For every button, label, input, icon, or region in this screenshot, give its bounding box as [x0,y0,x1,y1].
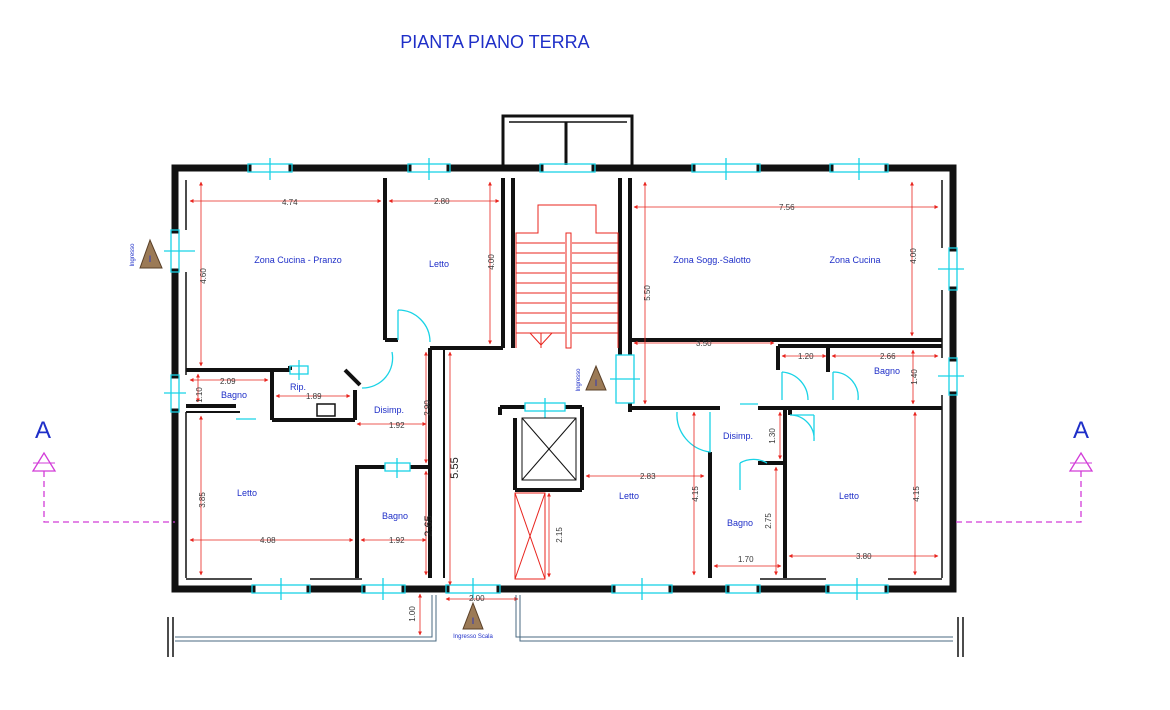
room-bagno-s: Bagno [382,511,408,521]
doors [361,309,859,490]
dim-2-75: 2.75 [764,513,773,529]
dim-1-89: 1.89 [306,392,322,401]
room-disimpegno-e: Disimp. [723,431,753,441]
entry-marker-south: I Ingresso Scala [453,601,494,640]
plan-title: PIANTA PIANO TERRA [400,32,589,52]
fixture [316,403,336,417]
entry-marker-west: I Ingresso [130,238,163,269]
ingresso-scala-label: Ingresso Scala [453,634,493,640]
room-bagno-se: Bagno [727,518,753,528]
room-letto-sw: Letto [237,488,257,498]
svg-text:I: I [149,254,152,264]
dim-4-08: 4.08 [260,536,276,545]
svg-text:I: I [472,616,475,626]
room-letto-sc: Letto [619,491,639,501]
room-zona-cucina-pranzo: Zona Cucina - Pranzo [254,255,342,265]
dim-1-00: 1.00 [408,606,417,622]
room-zona-cucina: Zona Cucina [829,255,880,265]
room-bagno-ne: Bagno [874,366,900,376]
dim-2-90: 2.90 [423,400,432,416]
dim-4-15-center: 4.15 [691,486,700,502]
room-zona-sogg-salotto: Zona Sogg.-Salotto [673,255,751,265]
exterior-walls [171,164,957,593]
dim-1-92-bottom: 1.92 [389,536,405,545]
svg-text:A: A [1073,417,1089,444]
room-bagno-w: Bagno [221,390,247,400]
room-letto-nw: Letto [429,259,449,269]
dim-4-15-right: 4.15 [912,486,921,502]
dim-2-09: 2.09 [220,377,236,386]
dim-3-50: 3.50 [696,339,712,348]
dim-1-40: 1.40 [910,369,919,385]
staircase [514,204,619,580]
ingresso-label-stair: Ingresso [576,368,582,392]
svg-text:I: I [595,378,598,388]
entry-marker-stair: I Ingresso [576,364,607,392]
room-disimpegno-w: Disimp. [374,405,404,415]
dim-5-50: 5.50 [643,285,652,301]
svg-text:A: A [35,417,51,444]
room-letto-se: Letto [839,491,859,501]
entry-path [167,595,964,657]
dimension-lines [189,181,939,636]
dim-4-00-left: 4.00 [487,254,496,270]
dim-1-20: 1.20 [798,352,814,361]
dim-5-55: 5.55 [449,457,461,478]
dim-4-00-right: 4.00 [909,248,918,264]
section-marker-left: A [31,417,175,523]
interior-walls [186,178,942,578]
dim-2-65: 2.65 [423,515,435,536]
ingresso-label: Ingresso [130,243,136,267]
dim-4-74: 4.74 [282,198,298,207]
dim-2-15: 2.15 [555,527,564,543]
balcony [501,114,634,165]
dim-1-92-top: 1.92 [389,421,405,430]
windows [164,158,964,600]
dim-1-70: 1.70 [738,555,754,564]
room-ripostiglio: Rip. [290,382,306,392]
dim-3-80: 3.80 [856,552,872,561]
dim-2-66: 2.66 [880,352,896,361]
dim-3-85: 3.85 [198,492,207,508]
dim-2-80: 2.80 [434,197,450,206]
section-marker-right: A [955,417,1094,523]
dim-2-83: 2.83 [640,472,656,481]
dim-4-60: 4.60 [199,268,208,284]
dim-1-30: 1.30 [768,428,777,444]
dim-2-00: 2.00 [469,594,485,603]
elevator [521,417,577,481]
dim-1-10: 1.10 [195,387,204,403]
dim-7-56: 7.56 [779,203,795,212]
